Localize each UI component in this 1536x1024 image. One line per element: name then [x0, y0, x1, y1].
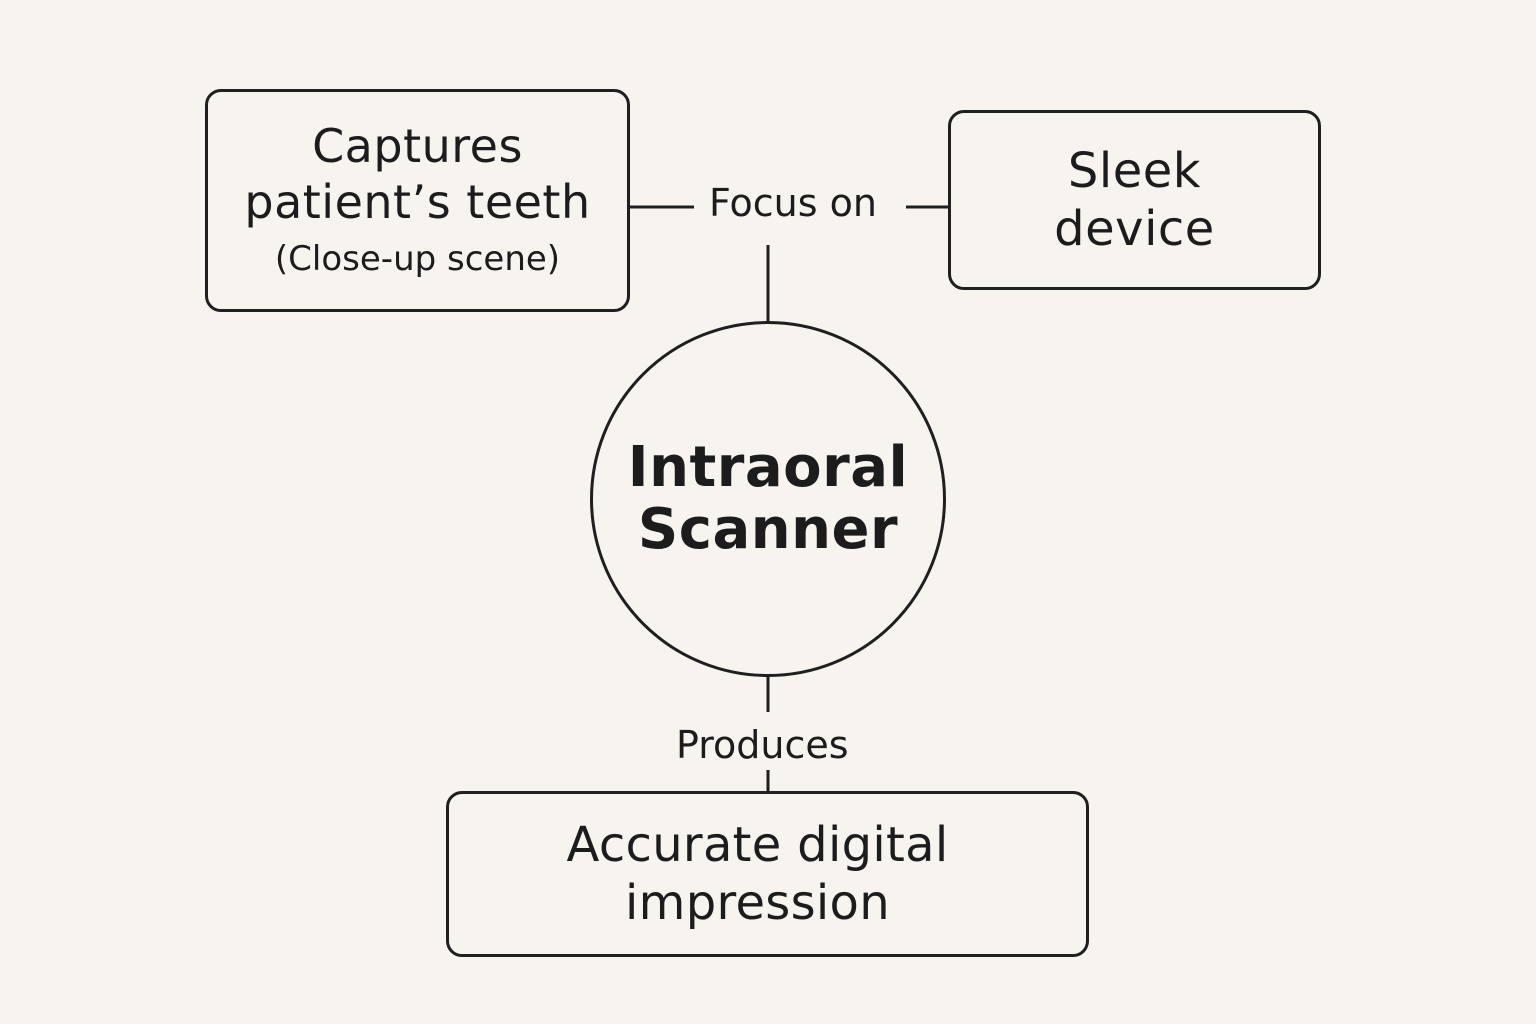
node-device-line2: device — [1054, 201, 1215, 257]
node-center-line1: Intraoral — [627, 435, 909, 500]
edge-label-focus-on: Focus on — [709, 181, 877, 225]
node-digital-impression: Accurate digital impression — [446, 791, 1089, 957]
edge-label-produces: Produces — [676, 723, 849, 767]
node-sleek-device: Sleek device — [948, 110, 1321, 290]
node-impression-line2: impression — [625, 875, 890, 931]
node-center-line2: Scanner — [637, 497, 899, 562]
node-device-line1: Sleek — [1067, 143, 1202, 199]
node-captures-line2: patient’s teeth — [244, 174, 591, 229]
node-captures-teeth: Captures patient’s teeth (Close-up scene… — [205, 89, 630, 312]
node-intraoral-scanner: Intraoral Scanner — [590, 321, 946, 677]
node-captures-line1: Captures — [312, 118, 523, 173]
node-captures-line3: (Close-up scene) — [274, 238, 561, 279]
node-impression-line1: Accurate digital — [566, 817, 949, 873]
